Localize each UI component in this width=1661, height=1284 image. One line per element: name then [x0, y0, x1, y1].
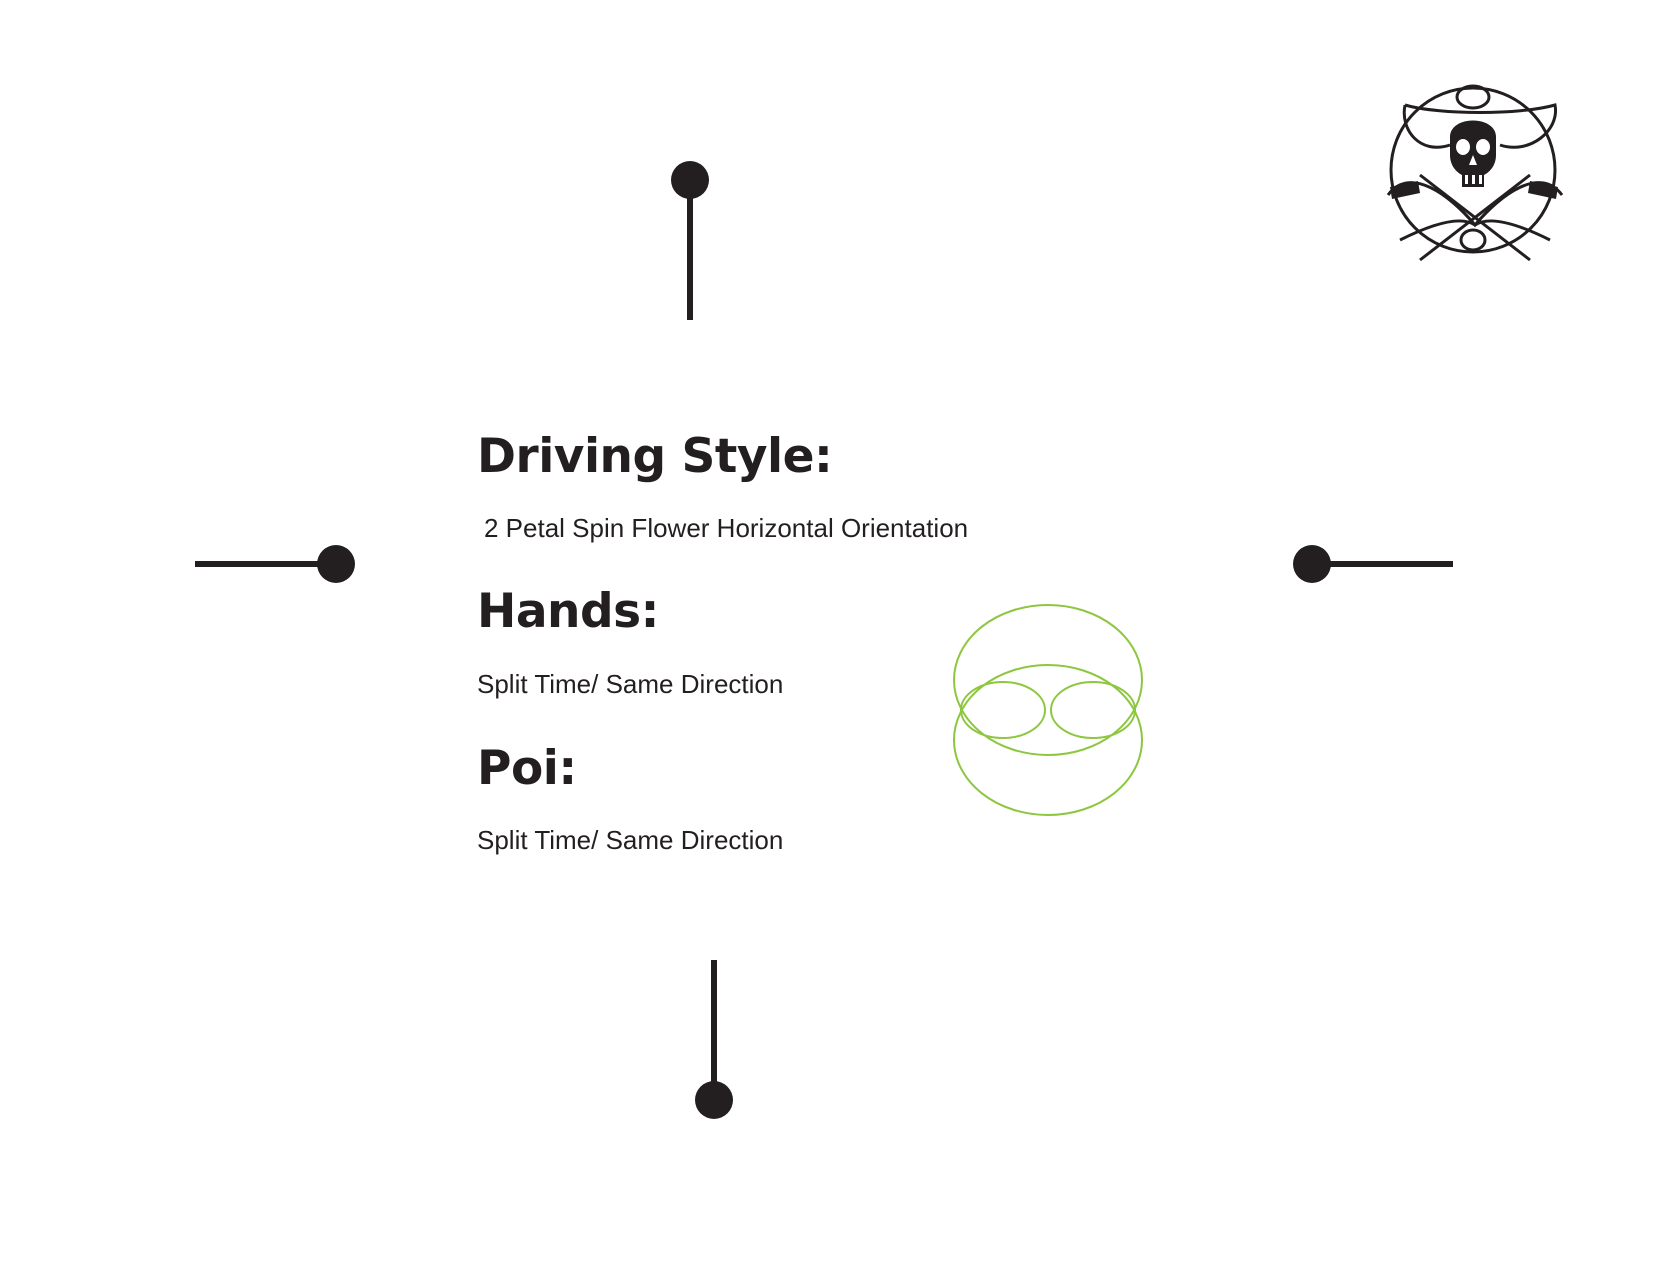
flower-lower-loop	[953, 664, 1143, 816]
skull-crossbones-emblem-icon	[1386, 84, 1564, 262]
poi-heading: Poi:	[477, 741, 577, 796]
flower-right-petal	[1050, 681, 1136, 739]
driving-style-text: 2 Petal Spin Flower Horizontal Orientati…	[484, 513, 969, 543]
spin-flower-diagram	[953, 604, 1143, 816]
hands-heading: Hands:	[477, 584, 659, 639]
flower-left-petal	[960, 681, 1046, 739]
poi-right-marker	[1293, 545, 1453, 583]
poi-text: Split Time/ Same Direction	[477, 825, 784, 855]
poi-top-marker	[671, 161, 709, 320]
flower-upper-loop	[953, 604, 1143, 756]
poi-bottom-marker	[695, 960, 733, 1119]
driving-style-heading: Driving Style:	[477, 429, 833, 484]
poi-left-marker	[195, 545, 355, 583]
hands-text: Split Time/ Same Direction	[477, 669, 784, 699]
